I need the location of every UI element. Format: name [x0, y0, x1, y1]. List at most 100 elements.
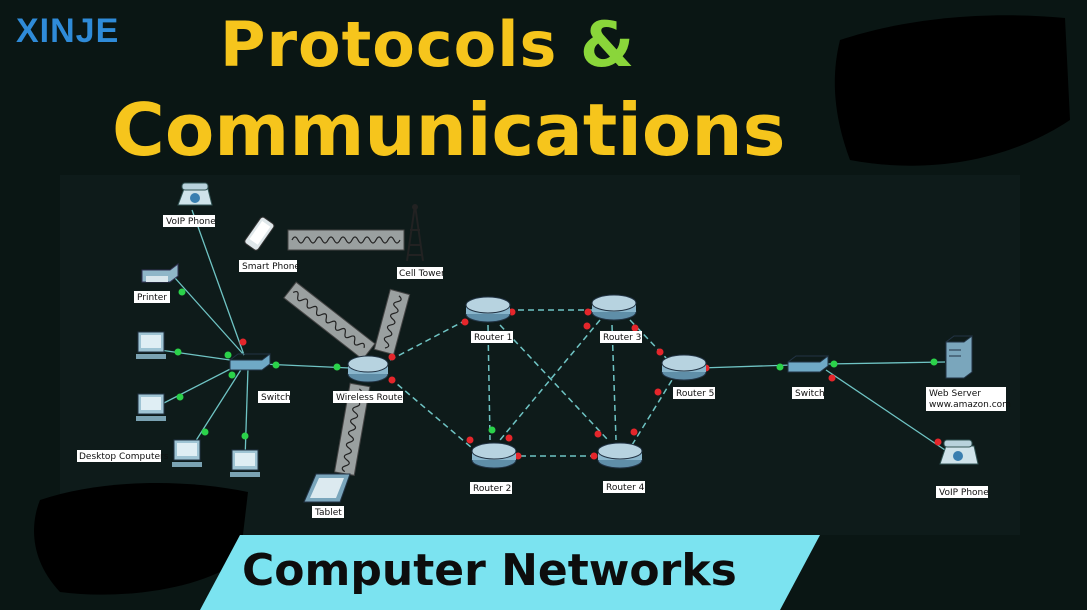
status-dot	[584, 308, 592, 316]
desktop-computers-label: Desktop Computers	[79, 452, 169, 462]
router-3[interactable]: Router 3	[591, 294, 642, 343]
smart-phone-icon	[244, 216, 275, 251]
link-router1-router2	[487, 324, 491, 441]
router-5[interactable]: Router 5	[661, 354, 715, 399]
status-dot	[583, 322, 591, 330]
link-pc4-switch1	[244, 367, 249, 461]
router-4[interactable]: Router 4	[597, 442, 645, 493]
wireless-link-phone-tower	[287, 229, 405, 251]
router-5-label: Router 5	[676, 389, 714, 399]
link-router5-switch2	[699, 364, 793, 369]
status-dot	[272, 361, 280, 369]
desktop-computer-icon	[136, 331, 166, 359]
status-dot	[656, 348, 664, 356]
server-icon	[945, 335, 973, 379]
link-voip1-switch1	[191, 209, 245, 356]
title-ampersand: &	[579, 8, 636, 81]
title-protocols: Protocols	[220, 8, 558, 81]
web-server-label: Web Server	[929, 389, 981, 399]
router-3-label: Router 3	[603, 333, 641, 343]
switch-1-label: Switch	[261, 393, 291, 403]
printer-icon	[141, 263, 179, 283]
cell-tower[interactable]: Cell Tower	[397, 204, 445, 279]
status-dot	[828, 374, 836, 382]
banner-background	[200, 535, 820, 610]
status-dot	[239, 338, 247, 346]
status-dot	[176, 393, 184, 401]
status-dot	[776, 363, 784, 371]
status-dot	[201, 428, 209, 436]
smart-phone-label: Smart Phone	[242, 262, 300, 272]
bottom-banner: Computer Networks	[200, 535, 820, 610]
title-line-1: Protocols &	[220, 8, 635, 81]
link-switch2-voip2	[825, 369, 946, 451]
router-1[interactable]: Router 1	[465, 296, 513, 343]
status-dot	[388, 376, 396, 384]
router-icon	[597, 442, 643, 469]
wireless-router-icon	[347, 355, 389, 383]
status-dot	[505, 434, 513, 442]
diagram-panel	[60, 175, 1020, 535]
status-dot	[631, 324, 639, 332]
printer[interactable]: Printer	[134, 263, 179, 303]
voip-phone-2[interactable]: VoIP Phone	[936, 439, 989, 498]
wireless-links	[283, 229, 411, 476]
router-4-label: Router 4	[606, 483, 645, 493]
voip-phone-icon	[177, 182, 213, 206]
status-dot	[590, 452, 598, 460]
status-dot	[461, 318, 469, 326]
web-server-url: www.amazon.com	[929, 400, 1011, 410]
status-dot	[333, 363, 341, 371]
switch-2[interactable]: Switch	[787, 355, 829, 399]
smart-phone[interactable]: Smart Phone	[239, 216, 300, 272]
switch-1[interactable]: Switch	[229, 353, 291, 403]
link-printer-switch1	[174, 277, 245, 356]
router-icon	[465, 296, 511, 323]
switch-2-label: Switch	[795, 389, 825, 399]
link-router4-router5	[631, 379, 673, 446]
router-icon	[471, 442, 517, 469]
cell-tower-icon	[406, 204, 424, 262]
wireless-link-tower-router	[373, 288, 411, 356]
status-dot	[178, 288, 186, 296]
wireless-router-label: Wireless Router	[336, 393, 407, 403]
redaction-scribble-top-right	[834, 15, 1070, 166]
link-switch2-webserver	[825, 361, 946, 365]
switch-icon	[229, 353, 271, 371]
web-server[interactable]: Web Server www.amazon.com	[926, 335, 1011, 411]
link-wrouter-router2	[389, 377, 473, 449]
status-dot	[241, 432, 249, 440]
cell-tower-label: Cell Tower	[399, 269, 445, 279]
status-dot	[514, 452, 522, 460]
wireless-link-phone-router	[283, 281, 376, 361]
title-line-2: Communications	[112, 88, 786, 172]
wireless-router[interactable]: Wireless Router	[333, 355, 407, 403]
link-router3-router4	[611, 324, 617, 441]
desktop-computer-icon	[230, 449, 260, 477]
tablet-icon	[303, 473, 351, 503]
link-wrouter-router1	[389, 317, 471, 361]
banner-text: Computer Networks	[242, 545, 737, 596]
redaction-scribble-bottom-left	[34, 482, 248, 595]
router-2[interactable]: Router 2	[470, 442, 517, 494]
voip-phone-icon	[939, 439, 979, 465]
status-dot	[830, 360, 838, 368]
router-2-label: Router 2	[473, 484, 511, 494]
status-dot	[388, 353, 396, 361]
status-dot	[174, 348, 182, 356]
link-router3-router2	[499, 319, 601, 441]
status-dot	[594, 430, 602, 438]
status-dot	[228, 371, 236, 379]
tablet[interactable]: Tablet	[303, 473, 351, 518]
status-dot	[654, 388, 662, 396]
tablet-label: Tablet	[314, 508, 342, 518]
router-icon	[591, 294, 637, 321]
router-1-label: Router 1	[474, 333, 512, 343]
link-status-dots	[174, 288, 942, 460]
voip-phone-1[interactable]: VoIP Phone	[163, 182, 216, 227]
status-dot	[466, 436, 474, 444]
voip-phone-2-label: VoIP Phone	[939, 488, 989, 498]
desktop-computers[interactable]: Desktop Computers	[77, 331, 260, 477]
